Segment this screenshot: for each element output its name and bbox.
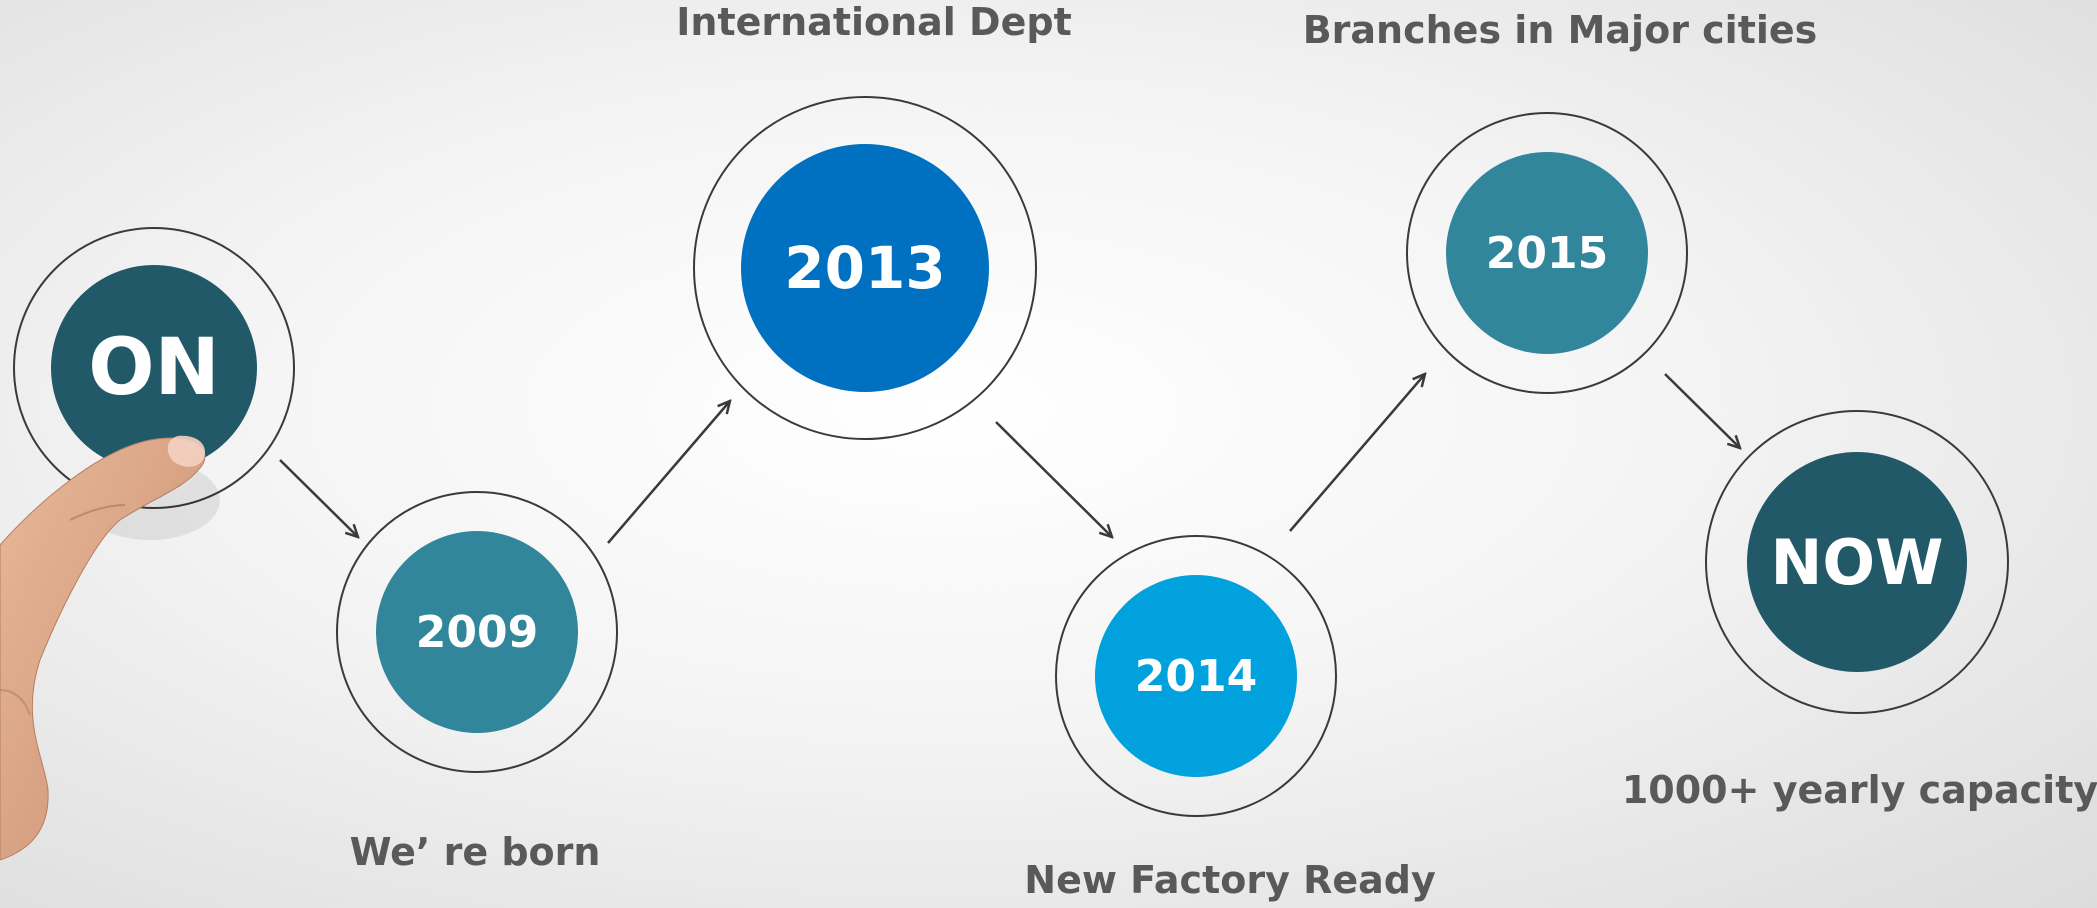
- milestone-ring-2014: [1055, 535, 1337, 817]
- milestone-ring-2009: [336, 491, 618, 773]
- arrow-2015-to-now: [1664, 373, 1740, 448]
- milestone-caption-2015: Branches in Major cities: [1302, 8, 1818, 52]
- milestone-dot-2015: 2015: [1446, 152, 1648, 354]
- milestone-ring-2015: [1406, 112, 1688, 394]
- milestone-ring-2013: [693, 96, 1037, 440]
- milestone-caption-now: 1000+ yearly capacity: [1621, 768, 2097, 812]
- milestone-dot-2014: 2014: [1095, 575, 1297, 777]
- arrow-2014-to-2015: [1289, 374, 1425, 532]
- milestone-caption-2014: New Factory Ready: [1024, 858, 1436, 902]
- milestone-caption-2013: International Dept: [676, 0, 1072, 44]
- milestone-dot-on: ON: [51, 265, 257, 471]
- arrow-2013-to-2014: [995, 421, 1112, 537]
- milestone-dot-2013: 2013: [741, 144, 989, 392]
- milestone-dot-now: NOW: [1747, 452, 1967, 672]
- arrow-on-to-2009: [279, 459, 358, 537]
- milestone-ring-now: [1705, 410, 2009, 714]
- arrow-2009-to-2013: [607, 401, 730, 544]
- milestone-dot-2009: 2009: [376, 531, 578, 733]
- milestone-caption-2009: We’ re born: [349, 830, 601, 874]
